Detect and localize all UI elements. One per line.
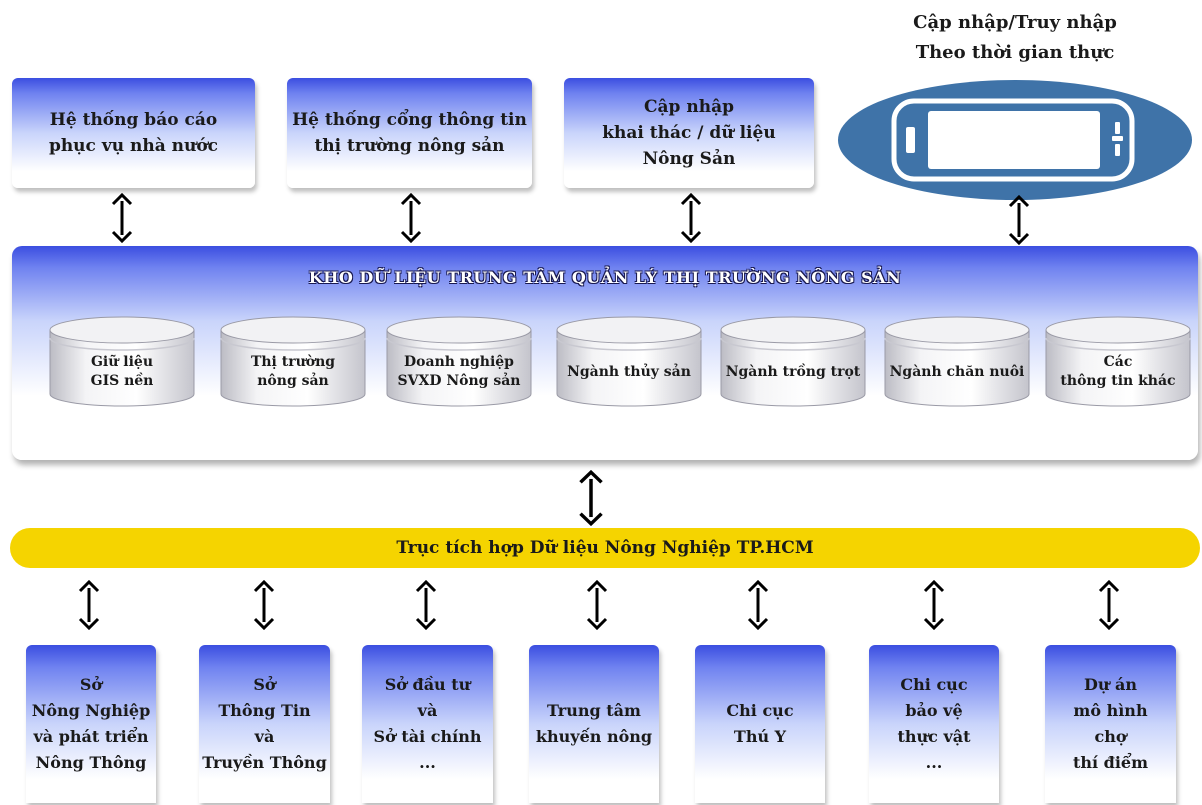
text-line: thị trường nông sản	[314, 136, 505, 156]
source-bao-ve-thuc-vat: Chi cục bảo vệ thực vật...	[869, 645, 999, 803]
arrow-bottom-2	[252, 580, 276, 630]
text-line: ...	[925, 753, 943, 772]
text-line: thực vật	[897, 727, 971, 746]
double-arrow-icon	[400, 193, 422, 243]
mobile-phone-icon	[838, 80, 1192, 200]
source-so-dau-tu: Sở đầu tư và Sở tài chính...	[362, 645, 493, 803]
arrow-bottom-6	[922, 580, 946, 630]
text-line: Ngành chăn nuôi	[889, 363, 1025, 380]
text-line: ...	[419, 753, 436, 772]
text-line: khai thác / dữ liệu	[602, 123, 776, 143]
text-line: Hệ thống báo cáo	[49, 110, 218, 130]
db-cylinder-khac: Các thông tin khác	[1044, 314, 1192, 408]
database-icon	[720, 316, 866, 407]
text-line: nông sản	[257, 373, 329, 389]
text-line: Ngành trồng trọt	[725, 363, 861, 380]
text-line: Giữ liệu	[90, 354, 154, 370]
text-line: mô hình	[1073, 701, 1148, 720]
text-line: và	[417, 701, 438, 720]
text-line: Truyền Thông	[202, 753, 327, 772]
text-line: Dự án	[1083, 675, 1138, 694]
text-line: Sở	[79, 675, 103, 694]
arrow-bottom-1	[77, 580, 101, 630]
database-icon	[49, 316, 195, 407]
db-cylinder-thi-truong: Thị trường nông sản	[219, 314, 367, 408]
double-arrow-icon	[680, 193, 702, 243]
text-line: Nông Thông	[35, 753, 147, 772]
db-cylinder-chan-nuoi: Ngành chăn nuôi	[883, 314, 1031, 408]
box-bao-cao: Hệ thống báo cáo phục vụ nhà nước	[12, 78, 255, 188]
database-icon	[220, 316, 366, 407]
double-arrow-icon	[415, 580, 437, 630]
text-line: Chi cục	[900, 675, 968, 694]
text-line: thông tin khác	[1060, 373, 1176, 389]
db-cylinder-thuy-san: Ngành thủy sản	[555, 314, 703, 408]
text-line: Trung tâm	[547, 701, 641, 720]
arrow-top-1	[110, 193, 134, 243]
realtime-device	[836, 78, 1194, 202]
text-line: Thông Tin	[218, 701, 311, 720]
database-icon	[386, 316, 532, 407]
warehouse-title: KHO DỮ LIỆU TRUNG TÂM QUẢN LÝ THỊ TRƯỜNG…	[308, 268, 902, 287]
database-icon	[1045, 316, 1191, 407]
database-icon	[884, 316, 1030, 407]
double-arrow-icon	[747, 580, 769, 630]
text-line: thí điểm	[1072, 753, 1149, 772]
text-line: và	[254, 727, 275, 746]
text-line: Chi cục	[726, 701, 794, 720]
arrow-bottom-5	[746, 580, 770, 630]
source-du-an: Dự án mô hình chợ thí điểm	[1045, 645, 1176, 803]
double-arrow-icon	[253, 580, 275, 630]
text-line: Thị trường	[250, 354, 336, 370]
double-arrow-icon	[586, 580, 608, 630]
double-arrow-icon	[111, 193, 133, 243]
text-line: Nông Sản	[642, 149, 736, 169]
database-icon	[556, 316, 702, 407]
arrow-bottom-3	[414, 580, 438, 630]
text-line: Nông Nghiệp	[31, 701, 151, 720]
text-line: Ngành thủy sản	[567, 363, 691, 380]
text-line: khuyến nông	[535, 727, 653, 746]
text-line: Các	[1103, 354, 1133, 370]
double-arrow-icon	[1098, 580, 1120, 630]
text-line: Sở tài chính	[373, 727, 482, 746]
text-line: SVXD Nông sản	[397, 373, 521, 389]
text-line: Cập nhập/Truy nhập	[913, 12, 1117, 33]
text-line: phục vụ nhà nước	[48, 136, 219, 156]
arrow-top-3	[679, 193, 703, 243]
arrow-bottom-4	[585, 580, 609, 630]
text-line: bảo vệ	[905, 701, 963, 720]
text-line: Sở	[253, 675, 276, 694]
double-arrow-icon	[923, 580, 945, 630]
text-line: Thú Y	[733, 727, 787, 746]
text-line: Theo thời gian thực	[915, 42, 1115, 63]
arrow-middle	[577, 470, 605, 526]
text-line: Cập nhập	[644, 97, 734, 117]
text-line: chợ	[1094, 727, 1127, 746]
text-line: Sở đầu tư	[384, 675, 471, 694]
source-khuyen-nong: Trung tâm khuyến nông	[529, 645, 659, 803]
arrow-top-4	[1007, 195, 1031, 245]
arrow-bottom-7	[1097, 580, 1121, 630]
double-arrow-icon	[78, 580, 100, 630]
double-arrow-icon	[1008, 195, 1030, 245]
text-line: Doanh nghiệp	[404, 354, 514, 370]
integration-axis: Trục tích hợp Dữ liệu Nông Nghiệp TP.HCM	[10, 528, 1200, 568]
text-line: Hệ thống cổng thông tin	[292, 110, 527, 130]
arrow-top-2	[399, 193, 423, 243]
text-line: GIS nền	[90, 373, 154, 389]
box-cong-thong-tin: Hệ thống cổng thông tin thị trường nông s…	[287, 78, 532, 188]
db-cylinder-trong-trot: Ngành trồng trọt	[719, 314, 867, 408]
text-line: và phát triển	[33, 727, 149, 746]
double-arrow-icon	[579, 470, 603, 526]
integration-axis-label: Trục tích hợp Dữ liệu Nông Nghiệp TP.HCM	[396, 538, 814, 558]
